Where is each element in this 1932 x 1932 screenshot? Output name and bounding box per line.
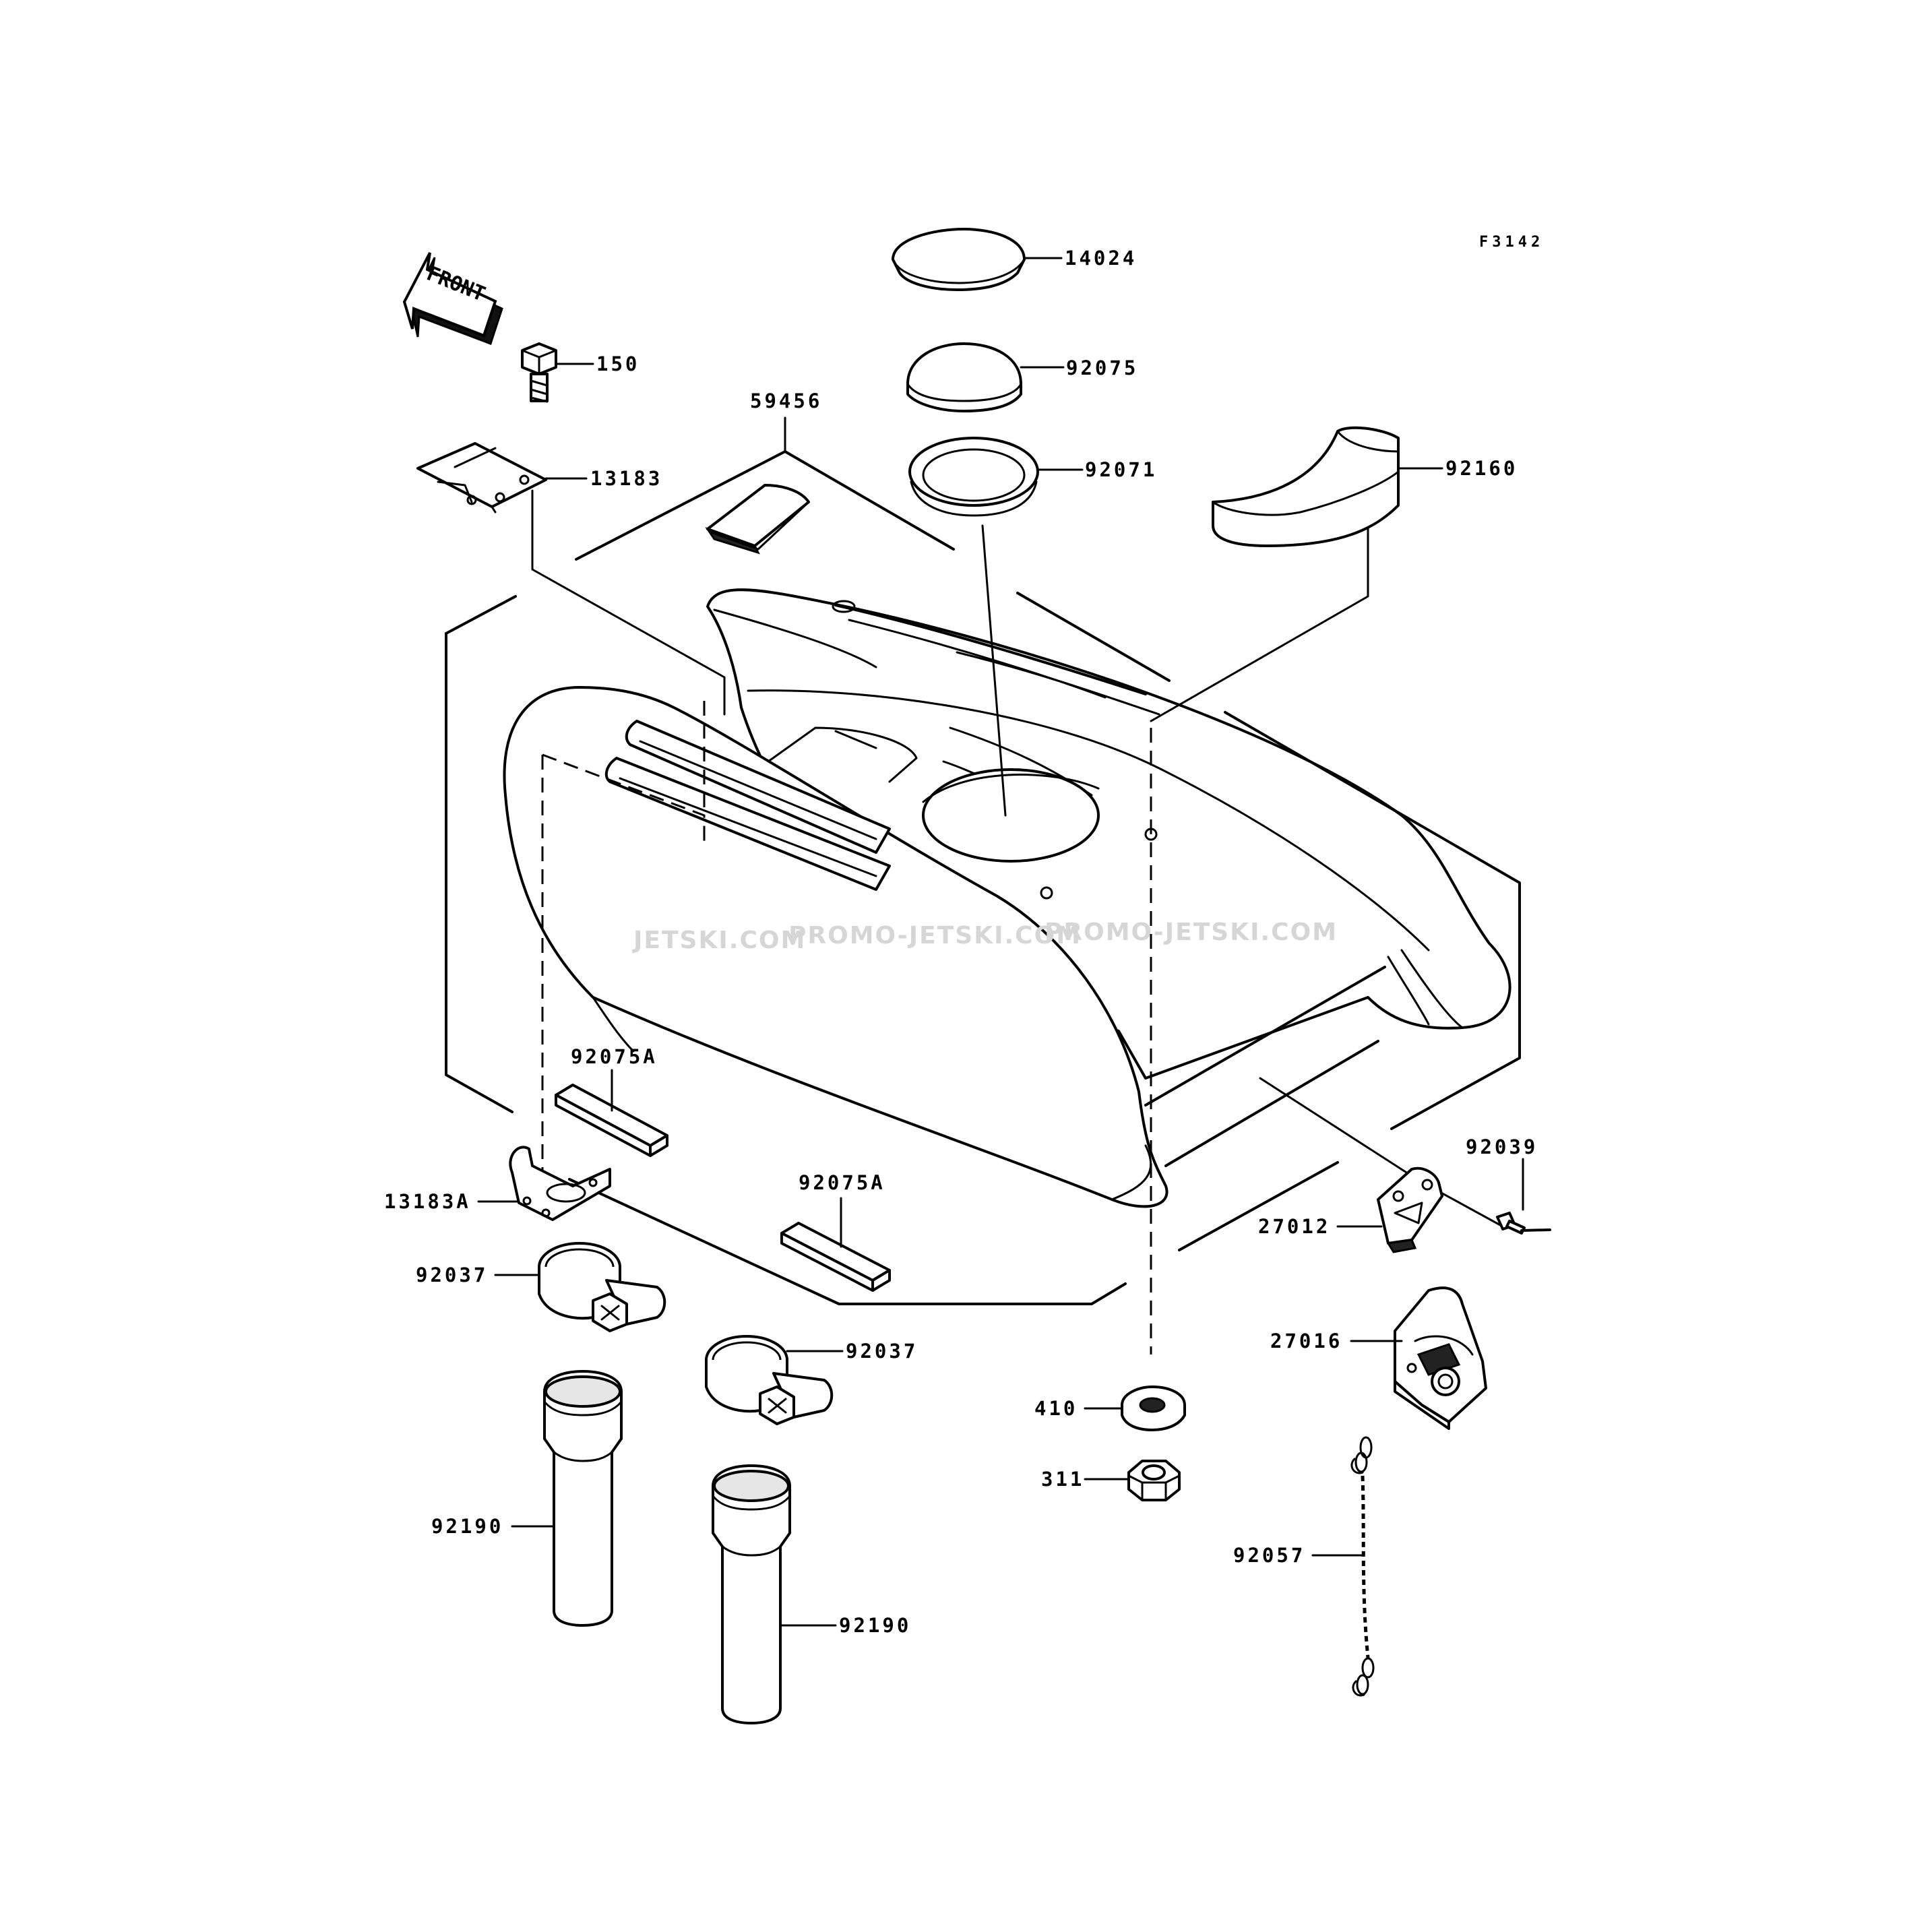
- latch-27016: [1394, 1286, 1487, 1430]
- cap-14024: [892, 228, 1026, 291]
- label-92057: 92057: [1233, 1544, 1305, 1567]
- washer-410: [1121, 1385, 1186, 1431]
- bracket-13183: [416, 442, 547, 513]
- pad-92160: [1212, 426, 1400, 547]
- label-150: 150: [596, 352, 640, 375]
- label-27012: 27012: [1258, 1215, 1330, 1238]
- label-27016: 27016: [1270, 1330, 1342, 1352]
- pin-92039: [1496, 1212, 1551, 1235]
- chain-92057: [1350, 1436, 1375, 1697]
- watermark-3: PROMO-JETSKI.COM: [1045, 918, 1338, 946]
- bracket-13183A: [509, 1146, 611, 1221]
- label-92160: 92160: [1445, 457, 1518, 480]
- label-92075A-1: 92075A: [571, 1045, 658, 1068]
- pad-92075A-2: [780, 1222, 891, 1292]
- tube-92190-1: [543, 1370, 623, 1627]
- label-92075A-2: 92075A: [799, 1171, 885, 1194]
- label-92037-1: 92037: [416, 1264, 488, 1286]
- label-14024: 14024: [1065, 247, 1137, 270]
- clamp-92037-1: [538, 1242, 666, 1332]
- label-92190-2: 92190: [839, 1614, 911, 1637]
- ring-92071: [908, 437, 1039, 517]
- tube-92190-2: [712, 1464, 791, 1724]
- pad-59456: [705, 484, 810, 555]
- label-92071: 92071: [1085, 458, 1157, 481]
- bolt-150: [521, 342, 557, 403]
- label-92190-1: 92190: [431, 1515, 503, 1538]
- front-arrow-icon: FRONT: [402, 252, 503, 345]
- watermark-2: PROMO-JETSKI.COM: [788, 922, 1082, 949]
- label-410: 410: [1034, 1397, 1078, 1420]
- clamp-92037-2: [705, 1335, 834, 1425]
- label-59456: 59456: [750, 389, 822, 412]
- pad-92075A-1: [555, 1084, 668, 1157]
- assembly-outline: [445, 416, 1521, 1354]
- latch-27012: [1377, 1166, 1443, 1253]
- watermark-1: JETSKI.COM: [631, 927, 806, 954]
- hood-cover: [503, 588, 1512, 1208]
- label-92037-2: 92037: [846, 1340, 918, 1363]
- label-13183: 13183: [590, 467, 662, 490]
- nut-311: [1127, 1460, 1181, 1501]
- label-311: 311: [1041, 1468, 1084, 1491]
- label-13183A: 13183A: [384, 1190, 471, 1213]
- label-92075: 92075: [1066, 356, 1138, 379]
- label-92039: 92039: [1466, 1135, 1538, 1158]
- gasket-92075: [906, 342, 1022, 412]
- figure-code: F3142: [1479, 234, 1544, 251]
